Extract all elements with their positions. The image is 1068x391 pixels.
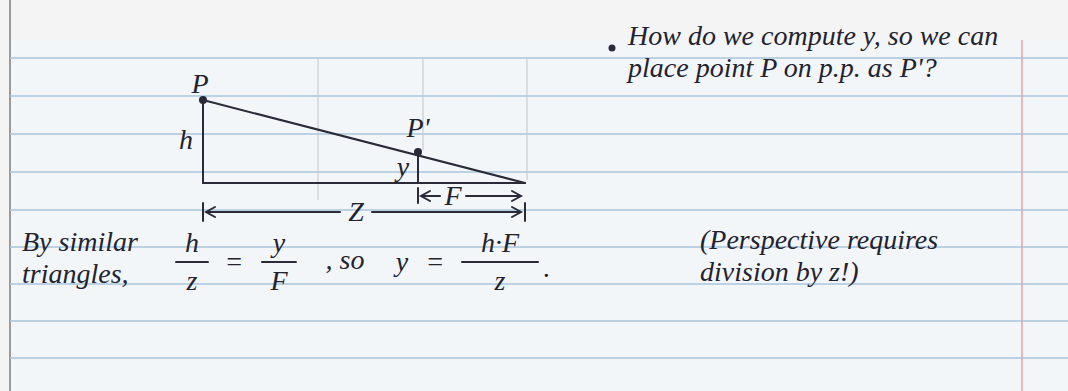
equation-term: z <box>187 265 198 297</box>
faint-grid <box>318 58 527 200</box>
f-arrowhead <box>421 191 430 201</box>
point-p-prime <box>414 148 422 156</box>
point-label: P <box>191 68 208 100</box>
side-note: (Perspective requires division by z!) <box>700 224 1030 288</box>
equation-term: = <box>225 246 244 278</box>
paper-sheet <box>10 40 1068 391</box>
equation-text: , so <box>326 244 365 276</box>
f-tick <box>417 188 419 203</box>
equation-term: F <box>270 265 287 297</box>
similar-triangles <box>176 100 538 262</box>
equation-term: y <box>273 227 285 259</box>
equation-term: z <box>495 265 506 297</box>
fraction-bar <box>462 261 538 263</box>
sight-line <box>203 100 525 183</box>
f-arrow-left <box>422 195 440 197</box>
projected-height <box>417 152 419 183</box>
base-line <box>203 182 525 184</box>
z-tick <box>202 203 204 221</box>
z-arrow-right <box>372 211 520 213</box>
equation-term: y <box>396 246 408 278</box>
equation-term: h·F <box>481 227 519 259</box>
dimension-label: Z <box>348 196 364 228</box>
ruled-lines <box>10 58 1068 358</box>
explanation-text: By similar triangles, <box>22 226 162 290</box>
point-label: P' <box>406 112 429 144</box>
dimension-label: F <box>444 180 461 212</box>
height-line <box>202 100 204 183</box>
dimension-label: h <box>179 124 193 156</box>
margin-line <box>1021 40 1023 391</box>
dimension-label: y <box>397 151 409 183</box>
fraction-bar <box>262 261 296 263</box>
equation-term: = <box>426 246 445 278</box>
z-tick <box>524 203 526 221</box>
z-arrowhead <box>206 207 215 217</box>
f-arrowhead <box>512 191 521 201</box>
equation-term: . <box>544 252 551 284</box>
z-arrowhead <box>512 207 521 217</box>
bullet <box>609 45 616 52</box>
f-arrow-right <box>466 195 520 197</box>
question-note: How do we compute y, so we can place poi… <box>628 20 1018 84</box>
z-arrow-left <box>207 211 340 213</box>
equation-term: h <box>185 227 199 259</box>
fraction-bar <box>176 261 208 263</box>
